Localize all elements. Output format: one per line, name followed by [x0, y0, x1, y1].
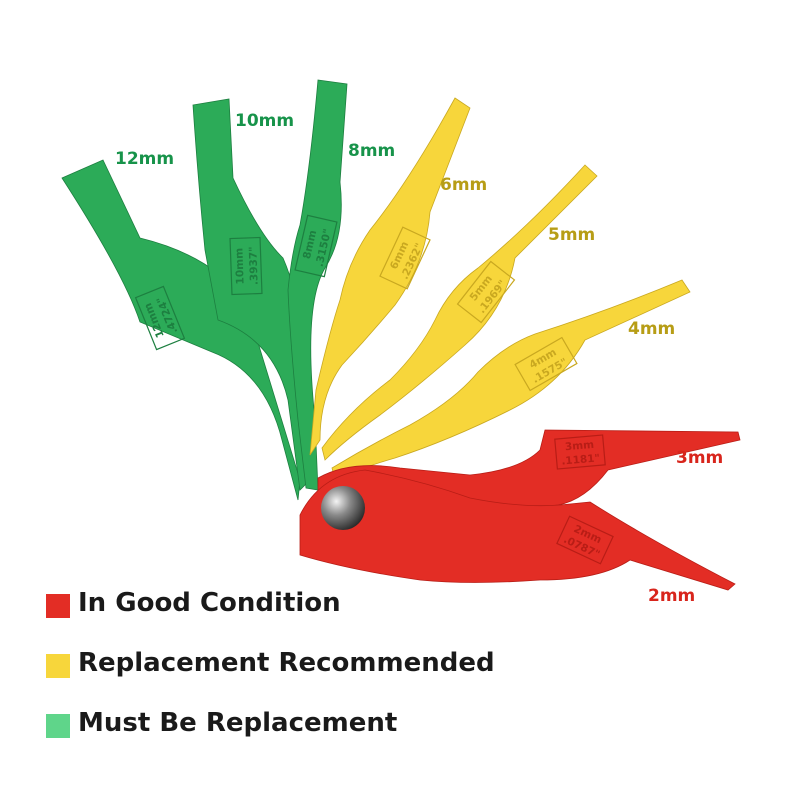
- blade-3mm-stamp-size: 3mm: [564, 439, 594, 454]
- label-5mm: 5mm: [548, 225, 595, 245]
- label-2mm: 2mm: [648, 586, 695, 606]
- blade-12mm: 12mm .4724": [61, 159, 301, 501]
- label-3mm: 3mm: [676, 448, 723, 468]
- blade-3mm-stamp-inch: .1181": [561, 452, 601, 467]
- blade-4mm: 4mm .1575": [331, 279, 691, 481]
- legend-swatch-red: [46, 594, 70, 618]
- label-8mm: 8mm: [348, 141, 395, 161]
- blade-10mm-stamp-inch: .3937": [247, 246, 260, 285]
- label-12mm: 12mm: [115, 149, 174, 169]
- blade-2mm: 2mm .0787": [299, 469, 736, 591]
- legend-item-recommended: Replacement Recommended: [46, 646, 566, 686]
- blade-10mm-stamp-size: 10mm: [233, 248, 246, 285]
- label-4mm: 4mm: [628, 319, 675, 339]
- blade-10mm: 10mm .3937": [192, 98, 311, 491]
- blade-8mm: 8mm .3150": [287, 79, 348, 491]
- legend-label: In Good Condition: [78, 588, 341, 618]
- legend-item-must-replace: Must Be Replacement: [46, 706, 566, 746]
- legend-item-good: In Good Condition: [46, 586, 566, 626]
- pivot-rivet: [321, 486, 365, 530]
- legend-label: Must Be Replacement: [78, 708, 398, 738]
- legend-label: Replacement Recommended: [78, 648, 495, 678]
- legend-swatch-green: [46, 714, 70, 738]
- legend-swatch-yellow: [46, 654, 70, 678]
- label-6mm: 6mm: [440, 175, 487, 195]
- label-10mm: 10mm: [235, 111, 294, 131]
